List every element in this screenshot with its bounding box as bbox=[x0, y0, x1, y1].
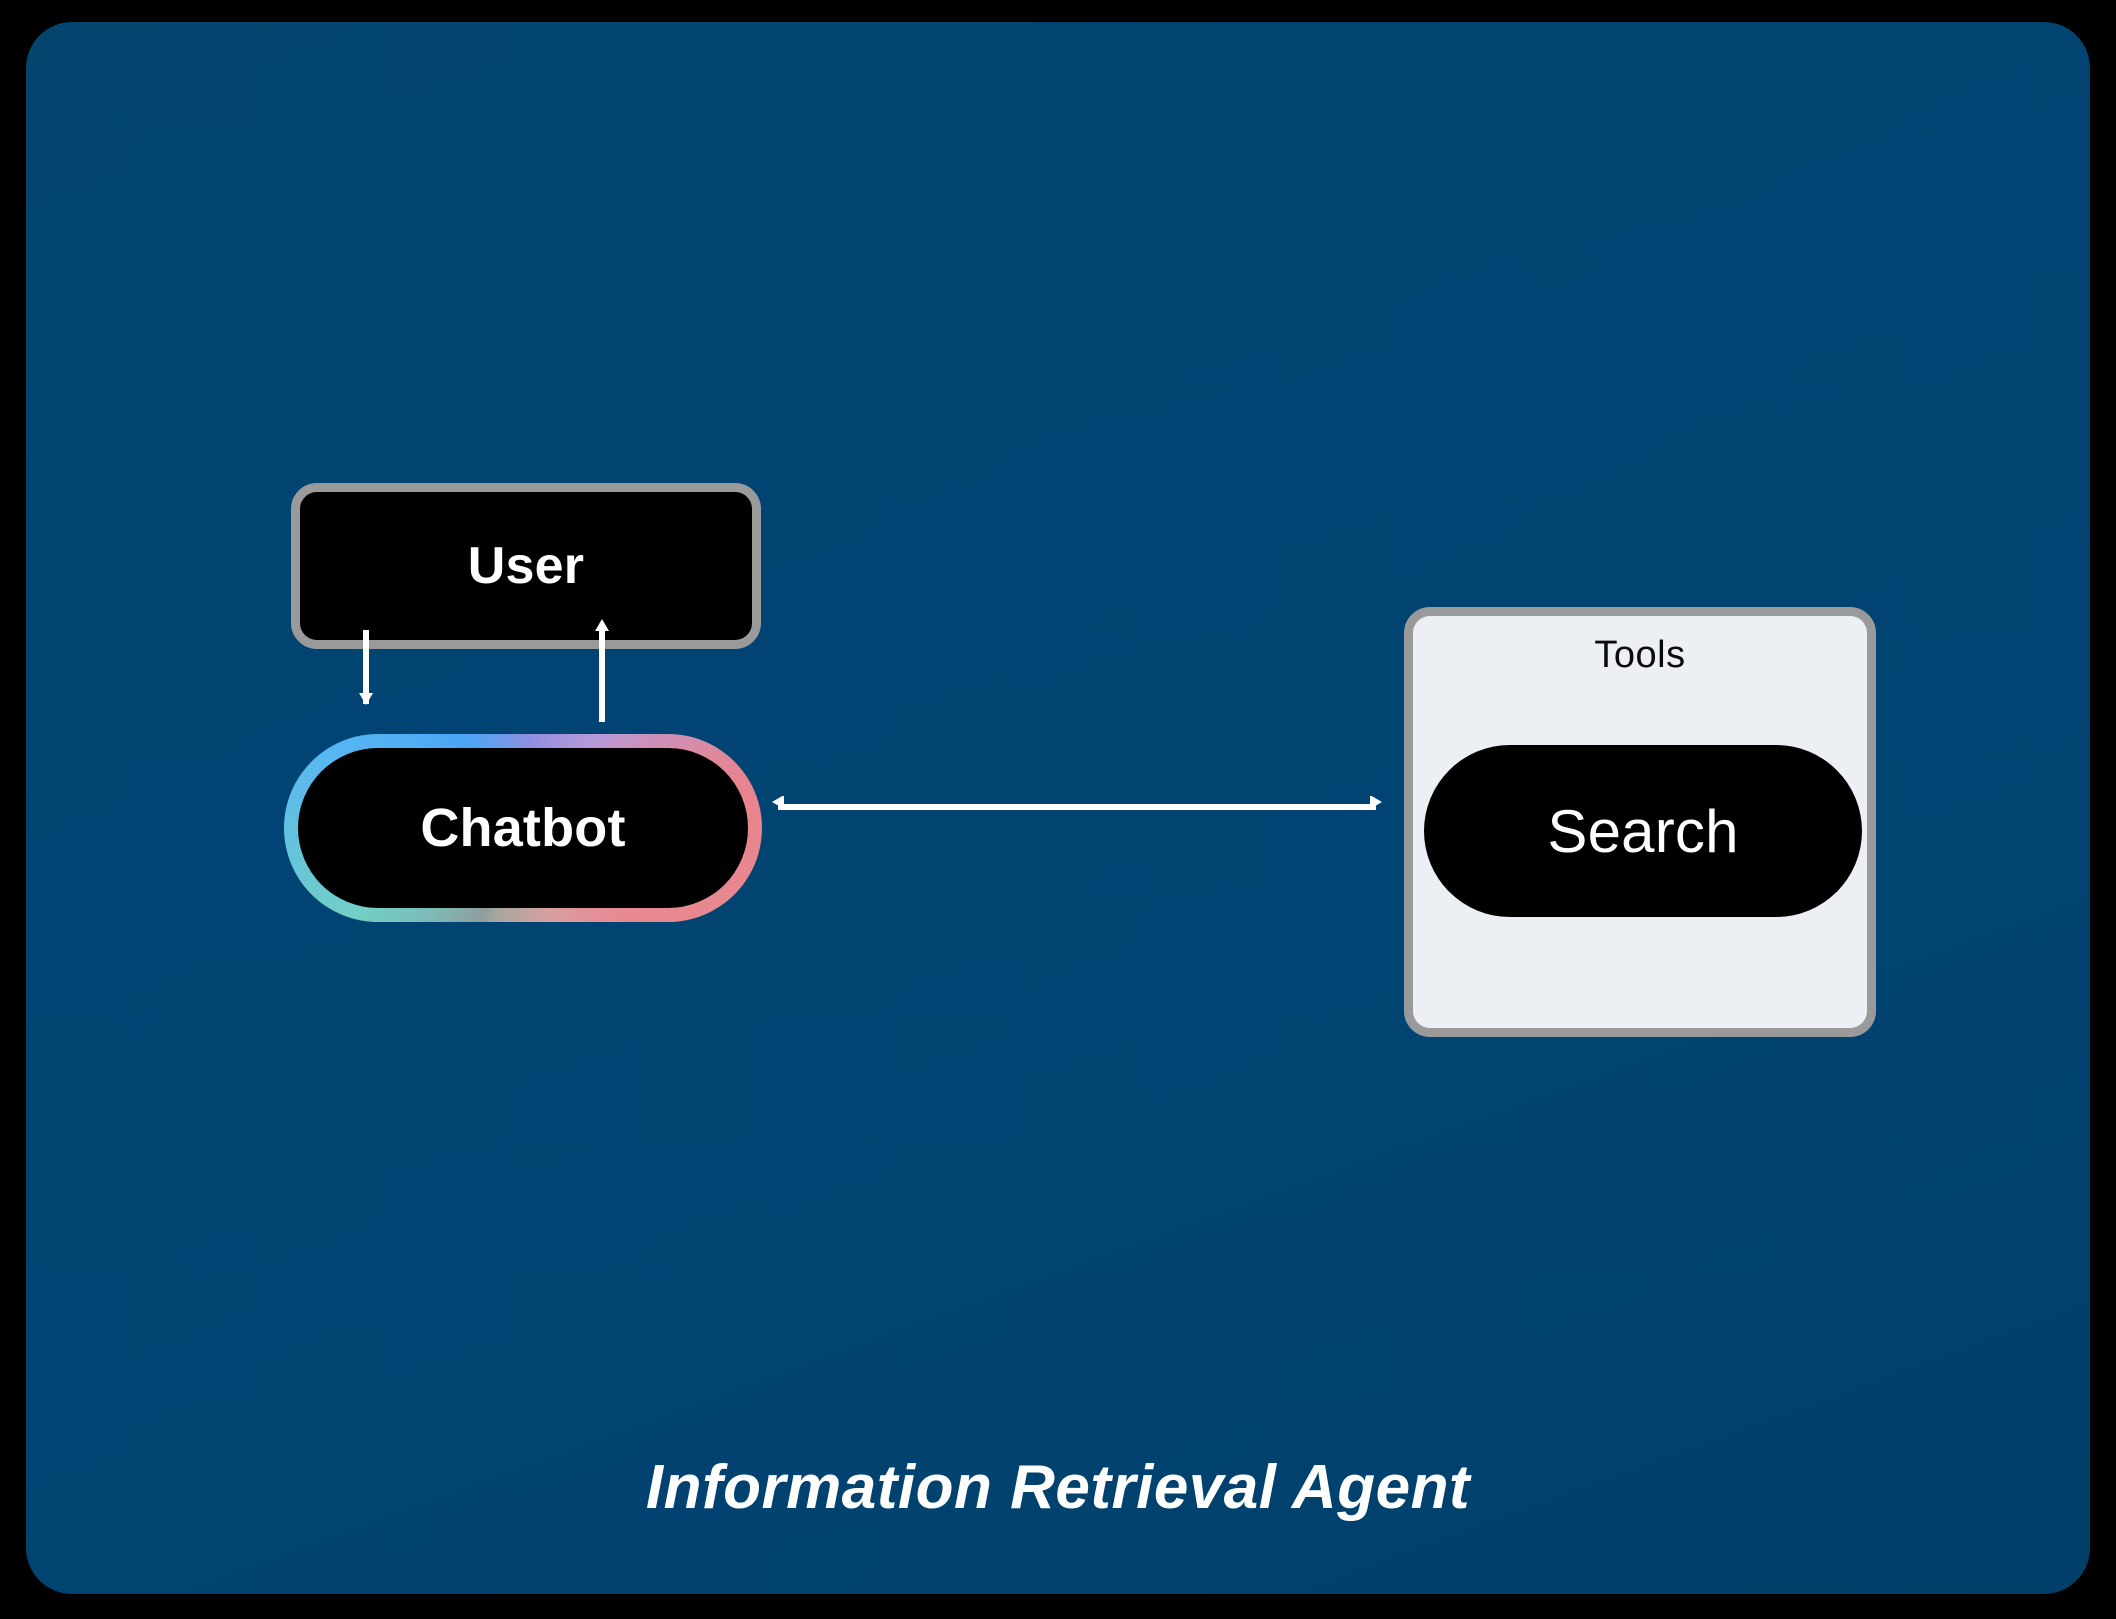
node-user[interactable]: User bbox=[291, 483, 761, 649]
node-search[interactable]: Search bbox=[1424, 745, 1862, 917]
diagram-canvas: Tools Search User Chatbot bbox=[26, 22, 2090, 1594]
node-chatbot-label: Chatbot bbox=[420, 798, 626, 858]
tools-group-label: Tools bbox=[1594, 634, 1686, 676]
node-search-label: Search bbox=[1547, 797, 1739, 865]
node-chatbot-fill bbox=[298, 748, 748, 908]
diagram-title: Information Retrieval Agent bbox=[645, 1453, 1471, 1522]
node-user-label: User bbox=[467, 537, 585, 595]
node-chatbot[interactable]: Chatbot bbox=[284, 734, 762, 922]
